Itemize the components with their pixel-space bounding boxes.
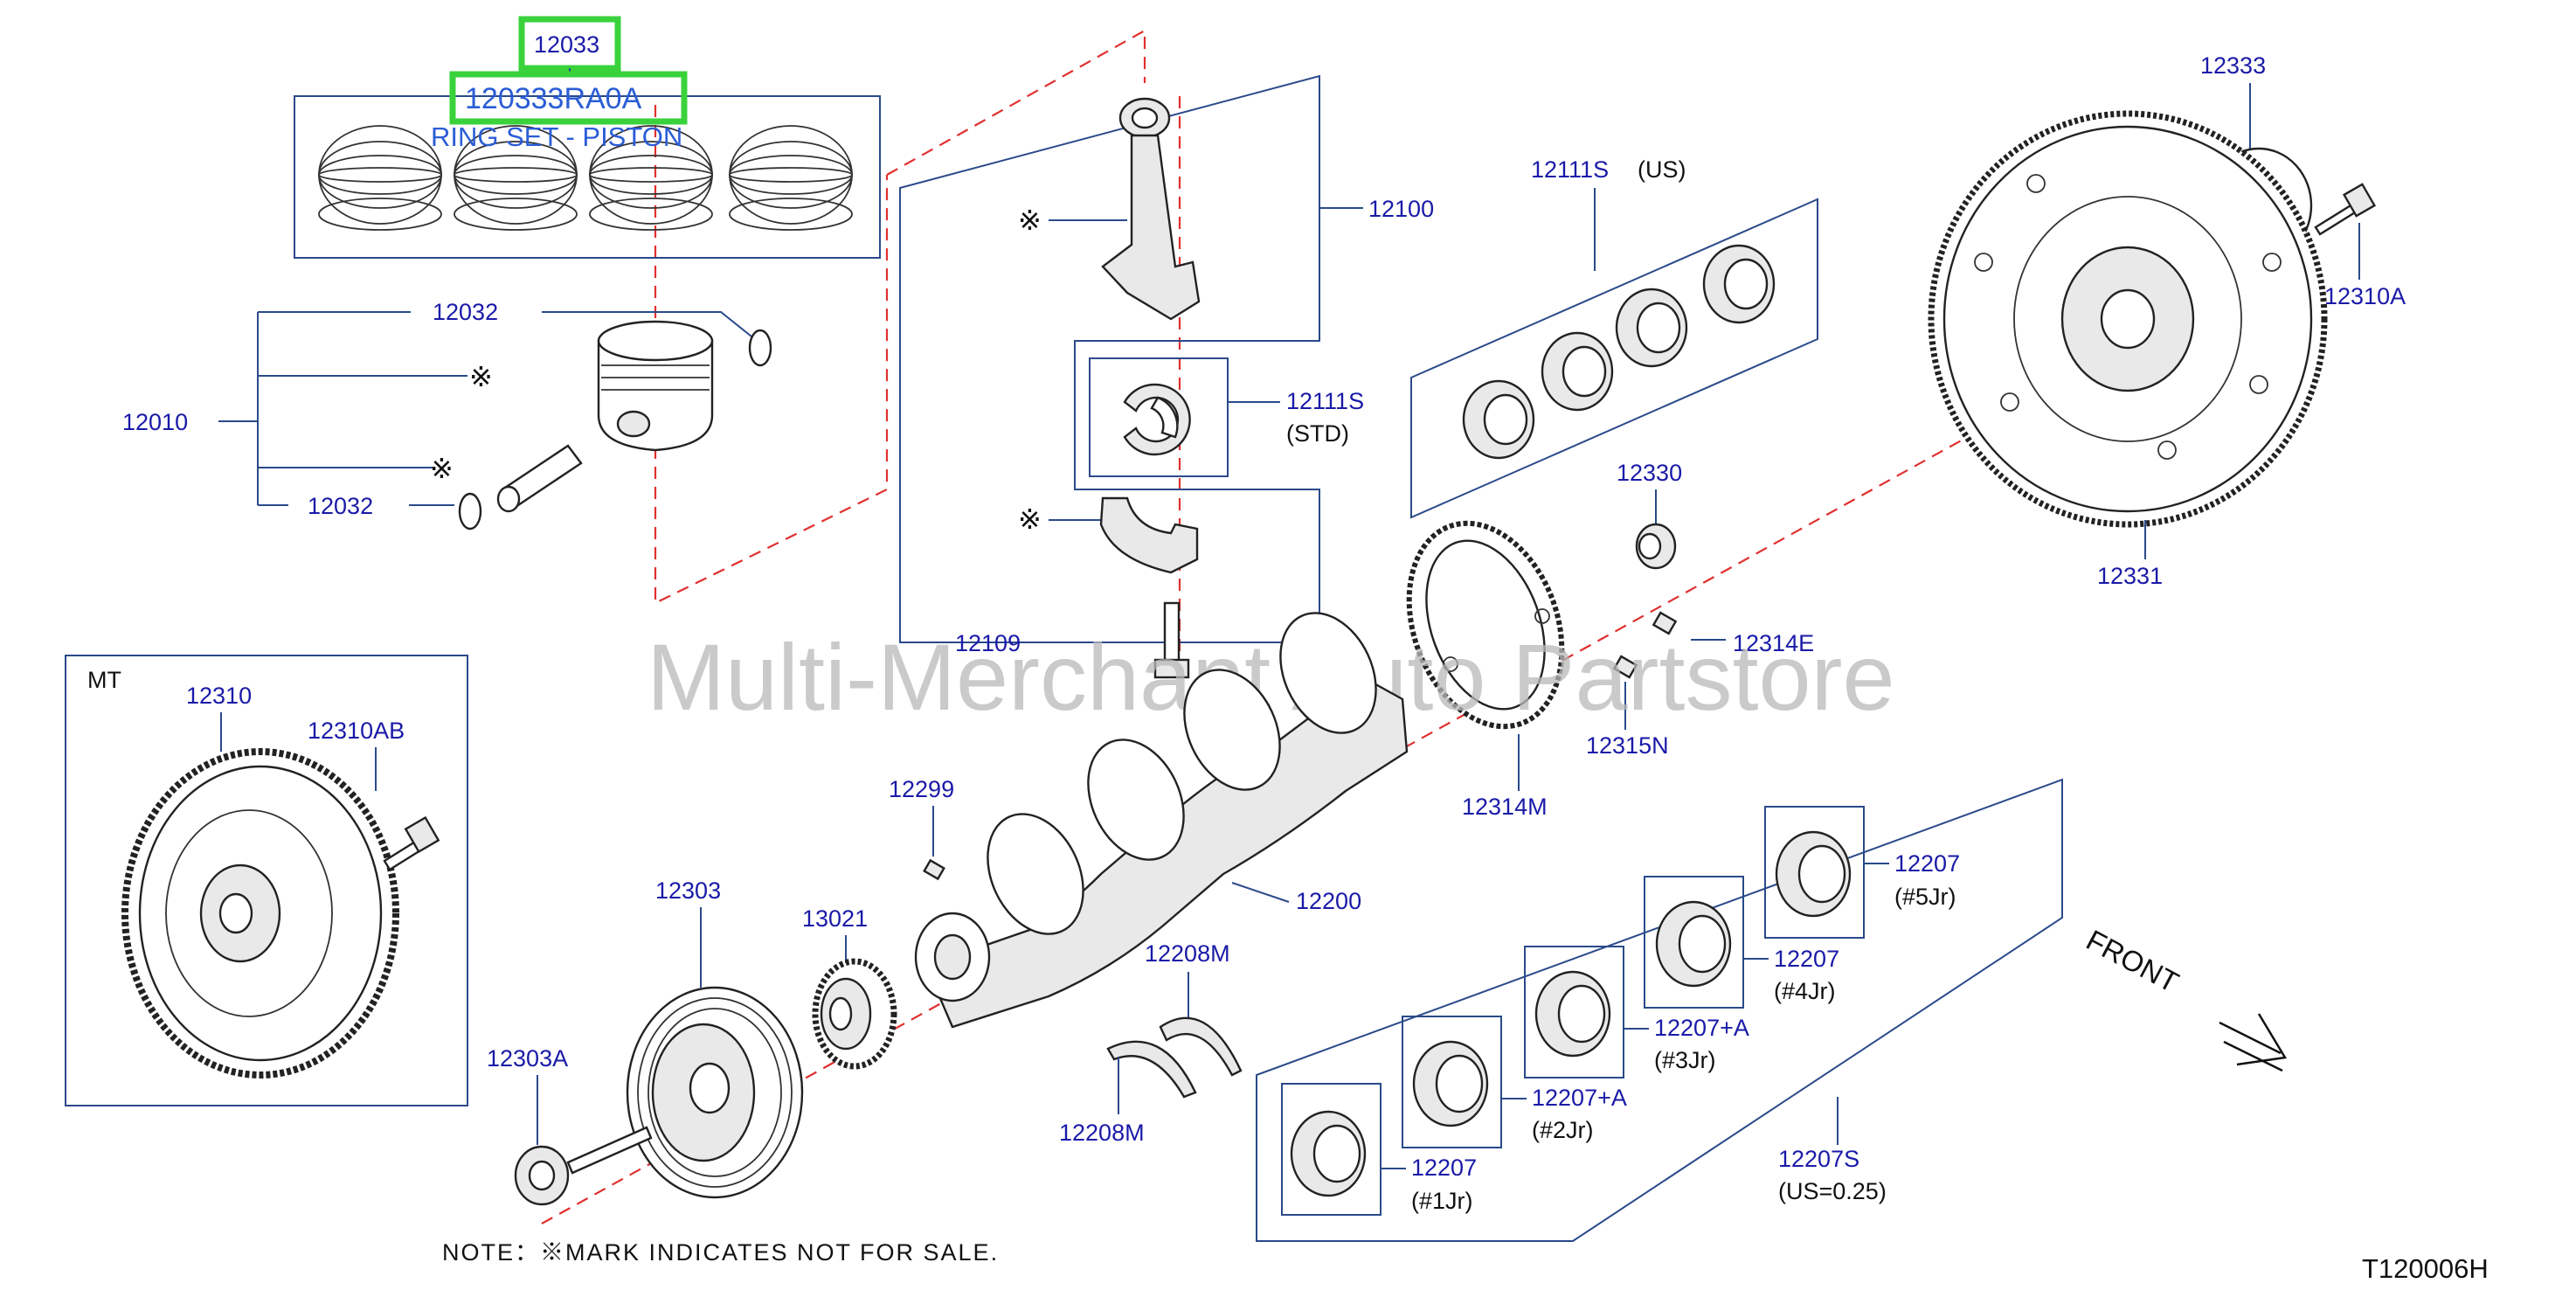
diagram-code: T120006H — [2362, 1253, 2489, 1284]
label-12208m-bottom[interactable]: 12208M — [1059, 1120, 1145, 1146]
label-us: (US) — [1638, 156, 1686, 183]
assembly-axis-rod-frame — [886, 29, 1146, 176]
label-12333[interactable]: 12333 — [2200, 52, 2266, 79]
std-bearing-box — [1089, 357, 1229, 477]
leader-12200 — [1231, 882, 1290, 903]
label-12331[interactable]: 12331 — [2097, 563, 2163, 589]
label-2jr: (#2Jr) — [1532, 1117, 1594, 1143]
front-arrow-icon — [2219, 1013, 2288, 1072]
label-mt: MT — [87, 667, 121, 693]
rod-frame — [899, 74, 1320, 643]
part-name-label[interactable]: RING SET - PISTON — [431, 121, 682, 152]
highlight-box-part-number[interactable] — [449, 71, 688, 125]
bracket-12010 — [218, 311, 467, 506]
front-label: FRONT — [2081, 924, 2185, 999]
label-12032-top[interactable]: 12032 — [433, 299, 498, 325]
label-12310ab[interactable]: 12310AB — [308, 718, 405, 744]
woodruff-key — [923, 858, 945, 881]
label-12207a-3jr[interactable]: 12207+A — [1654, 1015, 1749, 1041]
rod-bolt — [1153, 601, 1190, 679]
label-12207s[interactable]: 12207S — [1778, 1146, 1859, 1172]
label-12303[interactable]: 12303 — [655, 877, 721, 904]
label-1jr: (#1Jr) — [1411, 1188, 1473, 1214]
label-12207-5jr[interactable]: 12207 — [1894, 850, 1960, 877]
flywheel — [121, 748, 399, 1079]
not-for-sale-mark-piston: ※ — [469, 361, 493, 392]
main-bearing-box — [1256, 778, 2063, 1242]
us-bearings — [1462, 244, 1776, 460]
crank-pulley — [626, 986, 804, 1199]
connecting-rod — [1101, 97, 1201, 321]
main-bearing-5 — [1764, 806, 1865, 939]
pulley-bolt — [514, 1126, 653, 1206]
signal-plate — [1406, 520, 1565, 730]
group-ref-label[interactable]: 12033 — [534, 31, 599, 58]
label-12111s-us[interactable]: 12111S — [1531, 156, 1609, 183]
label-us025: (US=0.25) — [1778, 1178, 1887, 1204]
note-text: NOTE：※MARK INDICATES NOT FOR SALE. — [442, 1239, 999, 1266]
thrust-washer-upper — [1159, 1016, 1243, 1077]
main-bearing-4 — [1644, 876, 1744, 1009]
label-13021[interactable]: 13021 — [802, 905, 868, 932]
label-12111s-std[interactable]: 12111S — [1286, 388, 1364, 414]
bolt-12310ab — [383, 815, 440, 871]
label-12200[interactable]: 12200 — [1296, 888, 1361, 914]
label-12330[interactable]: 12330 — [1617, 460, 1682, 486]
pin-12315n — [1612, 655, 1638, 679]
snap-ring-top — [748, 329, 772, 367]
thrust-washer-lower — [1106, 1040, 1197, 1099]
label-4jr: (#4Jr) — [1774, 978, 1836, 1004]
piston-ring-sets — [318, 125, 853, 231]
main-bearing-3 — [1524, 946, 1624, 1079]
label-12100[interactable]: 12100 — [1368, 196, 1434, 222]
piston — [597, 320, 714, 452]
label-12299[interactable]: 12299 — [889, 776, 954, 802]
label-12208m-top[interactable]: 12208M — [1145, 940, 1230, 967]
rod-bearing-std — [1123, 383, 1191, 456]
crank-sprocket — [812, 958, 897, 1070]
piston-pin — [496, 444, 583, 513]
label-3jr: (#3Jr) — [1654, 1047, 1716, 1073]
dowel-pin — [1652, 611, 1678, 635]
crankshaft — [914, 612, 1409, 1029]
label-12207-4jr[interactable]: 12207 — [1774, 946, 1839, 972]
label-12207-1jr[interactable]: 12207 — [1411, 1155, 1477, 1181]
label-12315n[interactable]: 12315N — [1586, 732, 1669, 759]
main-bearing-2 — [1402, 1016, 1502, 1148]
label-12109[interactable]: 12109 — [955, 630, 1021, 656]
rod-cap — [1099, 496, 1199, 574]
leader-12032-top — [542, 311, 752, 337]
label-12032-bottom[interactable]: 12032 — [308, 493, 373, 519]
label-12314m[interactable]: 12314M — [1462, 794, 1548, 820]
main-bearing-1 — [1281, 1083, 1381, 1216]
label-12207a-2jr[interactable]: 12207+A — [1532, 1085, 1627, 1111]
snap-ring-bottom — [458, 492, 482, 531]
part-number-label[interactable]: 120333RA0A — [465, 82, 642, 115]
label-std: (STD) — [1286, 420, 1349, 447]
label-12010[interactable]: 12010 — [122, 409, 188, 435]
label-12310a[interactable]: 12310A — [2324, 283, 2406, 309]
label-12314e[interactable]: 12314E — [1733, 630, 1814, 656]
label-12310[interactable]: 12310 — [186, 683, 252, 709]
drive-plate — [1928, 110, 2328, 528]
pilot-bushing — [1635, 523, 1677, 570]
label-12303a[interactable]: 12303A — [487, 1045, 568, 1072]
label-5jr: (#5Jr) — [1894, 884, 1956, 910]
not-for-sale-mark-rod: ※ — [1018, 205, 1042, 236]
ring-set-box — [294, 95, 881, 259]
us-bearing-box — [1410, 198, 1818, 519]
not-for-sale-mark-cap: ※ — [1018, 503, 1042, 535]
bolt-12310a — [2314, 183, 2377, 236]
mt-box — [65, 655, 468, 1106]
not-for-sale-mark-pin: ※ — [430, 453, 454, 484]
